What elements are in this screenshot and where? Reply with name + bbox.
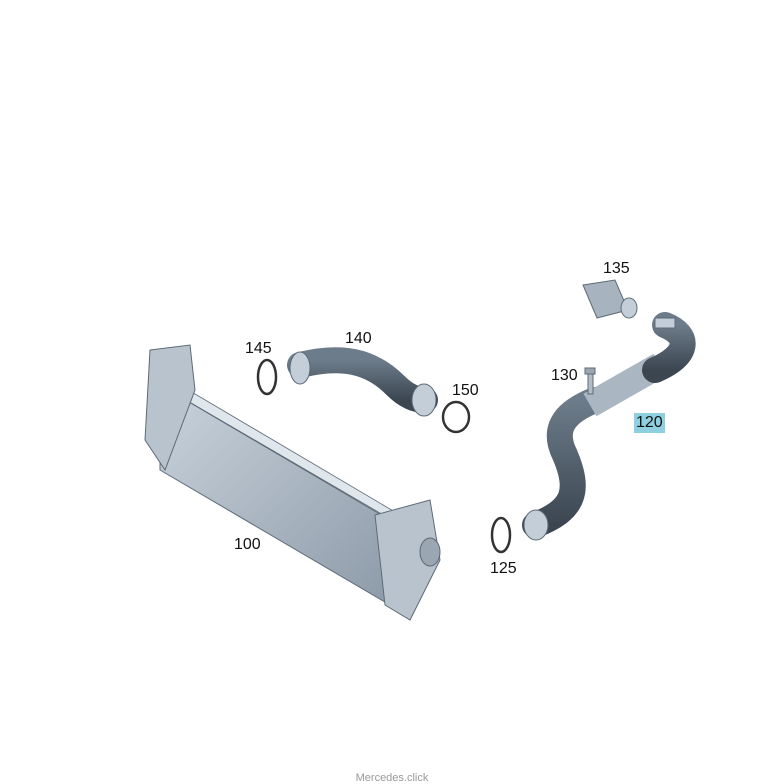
callout-120[interactable]: 120: [634, 413, 665, 433]
callout-100[interactable]: 100: [234, 536, 261, 553]
callout-135[interactable]: 135: [603, 260, 630, 277]
resonator-135[interactable]: [582, 279, 638, 319]
callout-145[interactable]: 145: [245, 340, 272, 357]
callout-140[interactable]: 140: [345, 330, 372, 347]
charge-air-hose-140[interactable]: [287, 347, 438, 417]
callout-150[interactable]: 150: [452, 382, 479, 399]
bolt-130[interactable]: [584, 367, 596, 395]
watermark: Mercedes.click: [355, 772, 429, 784]
charge-air-pipe-120[interactable]: [522, 312, 696, 541]
seal-ring-125[interactable]: [490, 516, 512, 554]
seal-ring-145[interactable]: [256, 358, 278, 396]
callout-125[interactable]: 125: [490, 560, 517, 577]
seal-ring-150[interactable]: [441, 400, 471, 434]
intercooler-100[interactable]: [144, 344, 441, 621]
callout-130[interactable]: 130: [551, 367, 578, 384]
